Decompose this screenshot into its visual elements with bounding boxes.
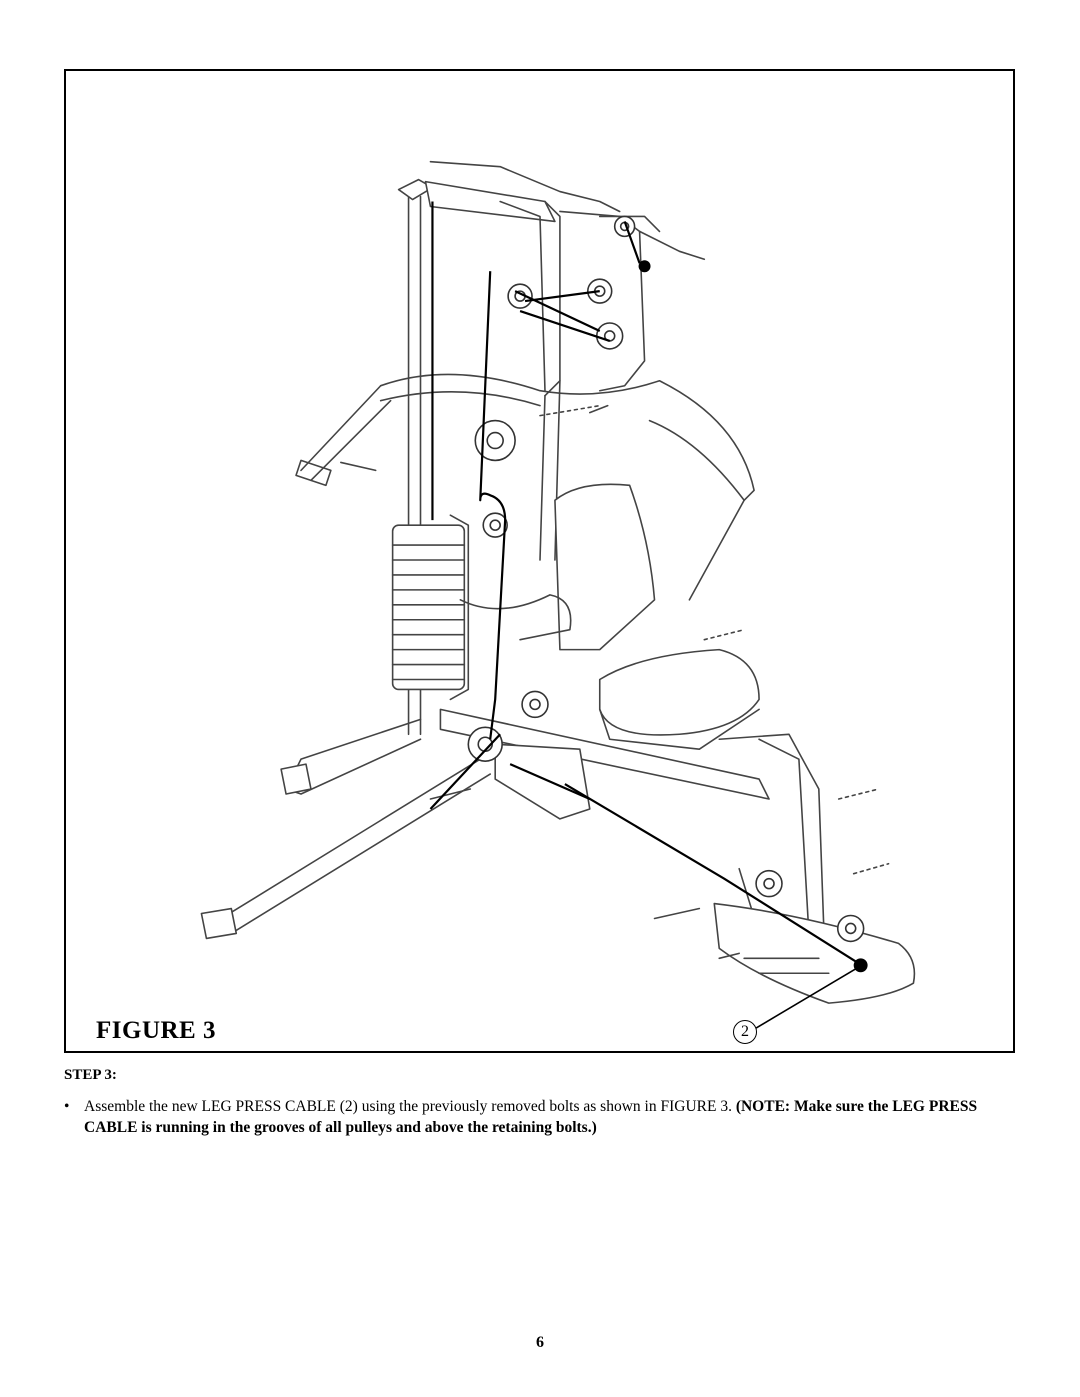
instruction-paragraph: Assemble the new LEG PRESS CABLE (2) usi… xyxy=(84,1098,977,1136)
instruction-note: (NOTE: Make sure the LEG PRESS CABLE is … xyxy=(84,1098,978,1136)
gym-illustration xyxy=(200,160,916,1029)
instruction-text: Assemble the new LEG PRESS CABLE (2) usi… xyxy=(84,1098,736,1115)
instruction-item: • Assemble the new LEG PRESS CABLE (2) u… xyxy=(64,1096,1024,1138)
page-number: 6 xyxy=(536,1334,544,1351)
figure-caption: FIGURE 3 xyxy=(96,1017,216,1044)
bullet-icon: • xyxy=(64,1098,70,1115)
figure-frame xyxy=(64,69,1015,1053)
part-callout-2: 2 xyxy=(733,1020,757,1044)
step-instructions: • Assemble the new LEG PRESS CABLE (2) u… xyxy=(64,1096,1024,1138)
step-heading: STEP 3: xyxy=(64,1067,117,1083)
